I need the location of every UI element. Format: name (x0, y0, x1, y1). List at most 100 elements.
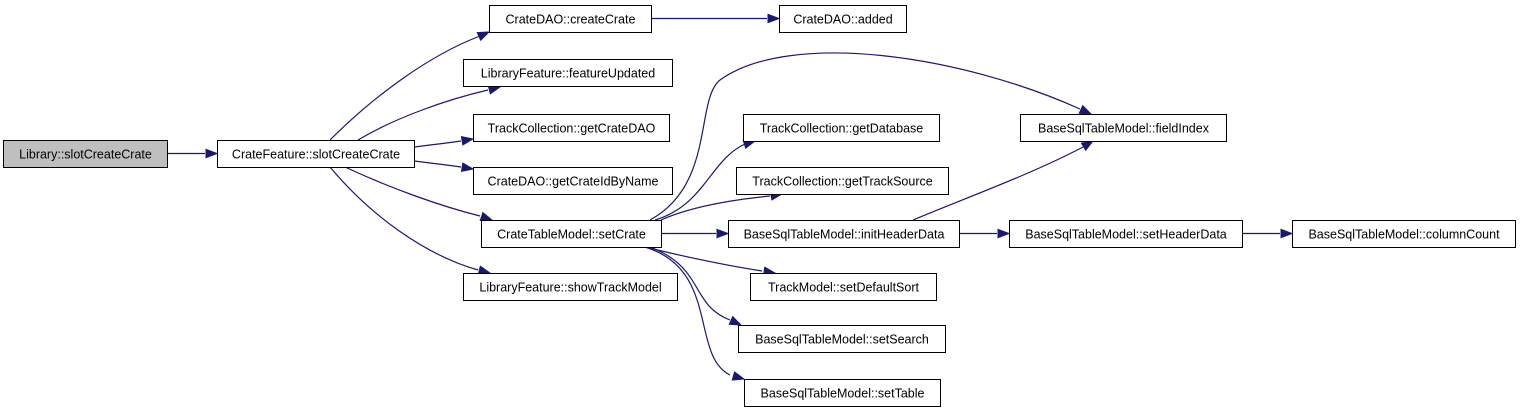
edge-cf_slot-to-dao_create (329, 31, 491, 141)
node-box[interactable] (744, 379, 941, 407)
node-box[interactable] (779, 5, 907, 33)
edge-ctm_setcrate-to-tc_getsrc (660, 191, 784, 221)
edge-line (654, 143, 746, 221)
edge-line (329, 166, 479, 271)
node-tc-getsrc[interactable]: TrackCollection::getTrackSource (736, 167, 949, 195)
node-box[interactable] (463, 59, 673, 87)
node-label: CrateDAO::createCrate (506, 13, 636, 27)
node-ctm-setcrate[interactable]: CrateTableModel::setCrate (481, 220, 662, 248)
node-dao-getid[interactable]: CrateDAO::getCrateIdByName (473, 167, 673, 195)
arrowhead-icon (728, 315, 743, 326)
edge-ctm_setcrate-to-bstm_table (644, 246, 746, 381)
node-box[interactable] (736, 167, 949, 195)
node-bstm-count[interactable]: BaseSqlTableModel::columnCount (1292, 220, 1516, 248)
node-label: TrackCollection::getDatabase (760, 122, 924, 136)
edge-line (413, 140, 462, 148)
node-bstm-header[interactable]: BaseSqlTableModel::setHeaderData (1009, 220, 1243, 248)
node-label: BaseSqlTableModel::setTable (761, 387, 925, 401)
node-bstm-search[interactable]: BaseSqlTableModel::setSearch (738, 325, 946, 353)
edge-cf_slot-to-lf_show (329, 166, 492, 275)
node-label: TrackModel::setDefaultSort (768, 281, 920, 295)
node-bstm-table[interactable]: BaseSqlTableModel::setTable (744, 379, 941, 407)
node-cf-slot[interactable]: CrateFeature::slotCreateCrate (217, 140, 415, 168)
edge-ctm_setcrate-to-tm_sort (644, 246, 777, 277)
node-dao-create[interactable]: CrateDAO::createCrate (489, 5, 652, 33)
node-label: BaseSqlTableModel::columnCount (1308, 228, 1500, 242)
node-box[interactable] (481, 220, 662, 248)
node-label: CrateTableModel::setCrate (497, 228, 646, 242)
node-tc-getdb[interactable]: TrackCollection::getDatabase (743, 114, 940, 142)
node-label: TrackCollection::getCrateDAO (488, 122, 656, 136)
node-label: LibraryFeature::featureUpdated (481, 67, 655, 81)
arrowhead-icon (479, 211, 494, 222)
node-box[interactable] (728, 220, 960, 248)
arrowhead-icon (1078, 104, 1093, 115)
node-lf-show[interactable]: LibraryFeature::showTrackModel (463, 273, 678, 301)
edge-bstm_header-to-bstm_count (1242, 228, 1294, 239)
edge-cf_slot-to-ctm_setcrate (344, 166, 494, 222)
node-bstm-field[interactable]: BaseSqlTableModel::fieldIndex (1020, 114, 1227, 142)
node-label: CrateDAO::getCrateIdByName (488, 175, 659, 189)
node-dao-added[interactable]: CrateDAO::added (779, 5, 907, 33)
node-label: BaseSqlTableModel::setSearch (755, 333, 929, 347)
arrowhead-icon (731, 371, 746, 381)
node-box[interactable] (217, 140, 415, 168)
arrowhead-icon (716, 228, 730, 239)
node-box[interactable] (750, 273, 937, 301)
edges-layer (167, 13, 1294, 381)
node-box[interactable] (1009, 220, 1243, 248)
edge-line (644, 246, 731, 376)
node-library-slot[interactable]: Library::slotCreateCrate (3, 140, 168, 168)
node-label: BaseSqlTableModel::fieldIndex (1038, 122, 1210, 136)
node-label: CrateDAO::added (793, 13, 892, 27)
arrowhead-icon (997, 228, 1011, 239)
node-tc-getdao[interactable]: TrackCollection::getCrateDAO (473, 114, 670, 142)
edge-dao_create-to-dao_added (651, 13, 781, 24)
arrowhead-icon (476, 31, 491, 42)
node-box[interactable] (1292, 220, 1516, 248)
edge-ctm_setcrate-to-bstm_search (649, 246, 743, 326)
node-label: TrackCollection::getTrackSource (752, 175, 932, 189)
edge-line (644, 246, 763, 272)
edge-ctm_setcrate-to-bstm_field (649, 52, 1093, 221)
edge-line (649, 52, 1081, 221)
edge-ctm_setcrate-to-bstm_init (661, 228, 730, 239)
arrowhead-icon (1280, 228, 1294, 239)
node-box[interactable] (3, 140, 168, 168)
nodes-layer: Library::slotCreateCrate CrateFeature::sl… (3, 5, 1516, 407)
edge-cf_slot-to-lf_updated (357, 85, 502, 141)
edge-library_slot-to-cf_slot (167, 148, 219, 159)
node-label: CrateFeature::slotCreateCrate (232, 148, 400, 162)
edge-line (357, 89, 489, 141)
arrowhead-icon (460, 136, 475, 146)
arrowhead-icon (205, 148, 219, 159)
arrowhead-icon (460, 162, 475, 172)
edge-line (660, 195, 771, 221)
node-label: BaseSqlTableModel::setHeaderData (1025, 228, 1227, 242)
node-box[interactable] (743, 114, 940, 142)
node-box[interactable] (473, 167, 673, 195)
arrowhead-icon (767, 13, 781, 24)
node-label: Library::slotCreateCrate (19, 148, 152, 162)
edge-cf_slot-to-tc_getdao (413, 136, 475, 148)
edge-line (649, 246, 731, 321)
node-tm-sort[interactable]: TrackModel::setDefaultSort (750, 273, 937, 301)
edge-bstm_init-to-bstm_header (959, 228, 1011, 239)
edge-line (329, 35, 481, 141)
edge-cf_slot-to-dao_getid (413, 160, 475, 172)
node-box[interactable] (489, 5, 652, 33)
edge-bstm_init-to-bstm_field (912, 140, 1095, 221)
node-lf-updated[interactable]: LibraryFeature::featureUpdated (463, 59, 673, 87)
node-box[interactable] (463, 273, 678, 301)
edge-line (344, 166, 481, 217)
node-box[interactable] (738, 325, 946, 353)
node-bstm-init[interactable]: BaseSqlTableModel::initHeaderData (728, 220, 960, 248)
node-box[interactable] (1020, 114, 1227, 142)
edge-line (912, 146, 1084, 221)
node-label: BaseSqlTableModel::initHeaderData (744, 228, 945, 242)
node-label: LibraryFeature::showTrackModel (479, 281, 661, 295)
node-box[interactable] (473, 114, 670, 142)
edge-line (413, 160, 462, 168)
arrowhead-icon (1080, 140, 1095, 152)
